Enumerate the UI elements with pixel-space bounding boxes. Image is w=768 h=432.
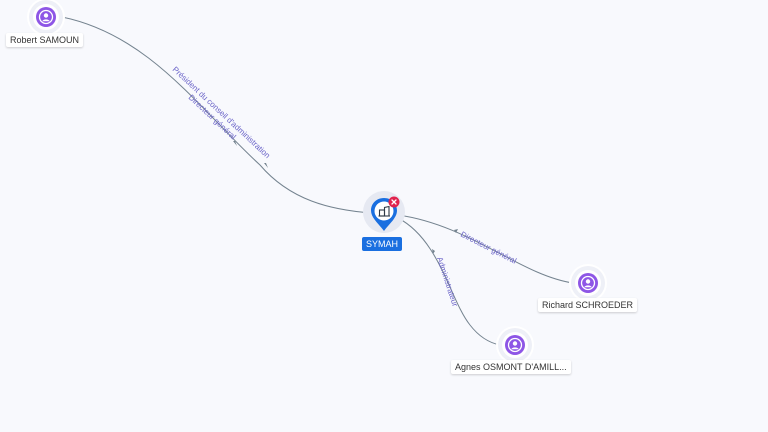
person-label-agnes[interactable]: Agnes OSMONT D'AMILL... <box>451 360 571 374</box>
company-label-symah[interactable]: SYMAH <box>362 237 403 251</box>
person-icon <box>580 275 596 291</box>
company-node-symah[interactable] <box>362 190 406 236</box>
person-node-robert[interactable] <box>29 0 63 34</box>
close-icon[interactable] <box>388 196 400 208</box>
edge-arrow-robert <box>233 141 237 146</box>
person-label-robert[interactable]: Robert SAMOUN <box>6 33 84 47</box>
edge-label-administrateur: Administrateur <box>435 256 460 308</box>
person-node-agnes[interactable] <box>498 328 532 362</box>
edge-robert-symah <box>61 16 373 214</box>
edge-arrow-robert-2 <box>264 163 268 168</box>
person-label-richard[interactable]: Richard SCHROEDER <box>538 298 638 312</box>
edge-arrow-richard <box>454 229 458 233</box>
edge-symah-richard <box>397 214 574 284</box>
person-icon <box>38 9 54 25</box>
person-node-richard[interactable] <box>571 266 605 300</box>
edge-symah-agnes <box>397 217 501 346</box>
edge-arrow-agnes <box>432 249 435 254</box>
person-icon <box>507 337 523 353</box>
edge-label-president: Président du conseil d'administration <box>171 65 272 160</box>
building-icon <box>378 205 390 217</box>
edge-label-directeur-general-richard: Directeur général <box>459 230 518 266</box>
